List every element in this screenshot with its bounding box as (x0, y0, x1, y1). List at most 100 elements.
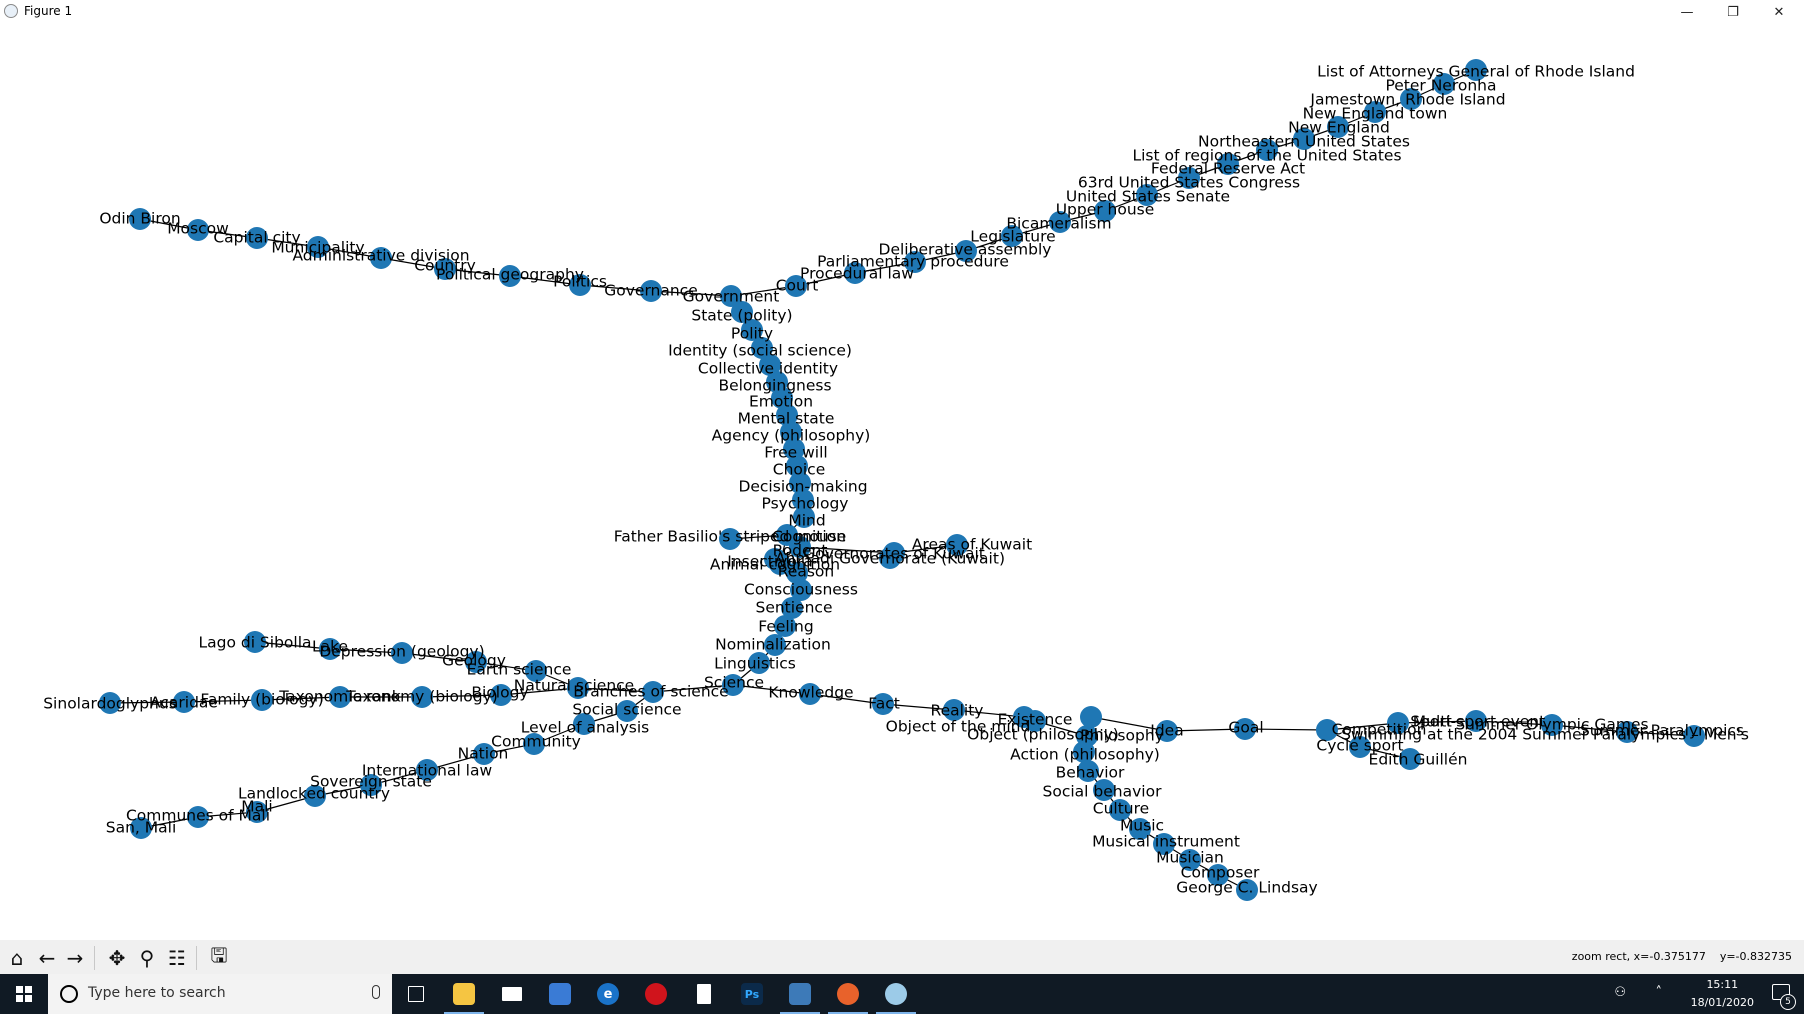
graph-node (1616, 721, 1638, 743)
graph-node (769, 553, 791, 575)
file-explorer-icon[interactable] (440, 974, 488, 1014)
graph-node-label: Legislature (970, 228, 1055, 246)
graph-node (1293, 128, 1315, 150)
graph-node (1316, 719, 1338, 741)
graph-node-label: United States Senate (1066, 188, 1230, 206)
graph-node (759, 354, 781, 376)
graph-node-label: Court (776, 277, 819, 295)
home-icon[interactable]: ⌂ (10, 946, 24, 970)
edge-icon[interactable]: e (584, 974, 632, 1014)
maximize-button[interactable]: ❐ (1727, 4, 1739, 20)
graph-node-label: Agency (philosophy) (712, 427, 871, 445)
graph-node-label: Nominalization (715, 636, 831, 654)
graph-node-label: Procedural law (800, 265, 914, 283)
pan-icon[interactable]: ✥ (108, 946, 126, 970)
chevron-up-icon[interactable]: ˄ (1655, 985, 1663, 1000)
graph-node-label: Identity (social science) (668, 342, 852, 360)
firefox-icon[interactable] (824, 974, 872, 1014)
graph-node (99, 692, 121, 714)
configure-subplots-icon[interactable]: ☷ (168, 946, 186, 970)
graph-node-label: Goal (1228, 719, 1263, 737)
graph-node-label: Jamestown, Rhode Island (1309, 91, 1505, 109)
graph-node (1364, 101, 1386, 123)
graph-node-label: Areas of Kuwait (912, 536, 1032, 554)
graph-node-label: Musician (1156, 849, 1224, 867)
graph-node (1179, 849, 1201, 871)
photoshop-icon[interactable]: Ps (728, 974, 776, 1014)
start-button[interactable] (0, 974, 48, 1014)
graph-node-label: Father Basilio's striped mouse (614, 528, 847, 546)
graph-node (771, 387, 793, 409)
graph-node-label: Edith Guillén (1369, 751, 1468, 769)
graph-edge (1397, 720, 1477, 724)
graph-node-label: Sovereign state (310, 773, 432, 791)
graph-edge (254, 641, 331, 650)
graph-node (790, 579, 812, 601)
graph-node (370, 247, 392, 269)
graph-node-label: International law (362, 762, 493, 780)
taskbar-search[interactable]: Type here to search (48, 974, 392, 1014)
back-icon[interactable]: ← (38, 946, 56, 970)
graph-node (943, 699, 965, 721)
graph-node-label: Mali (241, 798, 272, 816)
cursor-coordinates: zoom rect, x=-0.375177 y=-0.832735 (1571, 950, 1792, 963)
graph-node-label: Existence (998, 711, 1073, 729)
graph-node-label: Social behavior (1043, 783, 1163, 801)
graph-node-label: Musical instrument (1092, 833, 1240, 851)
graph-node-label: Emotion (749, 393, 813, 411)
python-icon[interactable] (776, 974, 824, 1014)
graph-node-label: Multi-sport event (1413, 713, 1545, 731)
graph-node-label: State (polity) (691, 307, 792, 325)
opera-icon[interactable] (632, 974, 680, 1014)
graph-edge (1166, 728, 1246, 732)
graph-node (187, 806, 209, 828)
graph-edge (650, 290, 732, 297)
graph-node (1327, 116, 1349, 138)
graph-node-label: Psychology (762, 495, 849, 513)
graph-node-label: List of Attorneys General of Rhode Islan… (1317, 63, 1635, 81)
microphone-icon[interactable] (372, 985, 380, 999)
graph-node (1465, 710, 1487, 732)
close-button[interactable]: ✕ (1773, 4, 1785, 20)
graph-node-label: Parliamentary procedure (817, 253, 1009, 271)
graph-node (616, 700, 638, 722)
graph-node-label: Action (philosophy) (1010, 746, 1160, 764)
zoom-icon[interactable]: ⚲ (139, 946, 155, 970)
graph-edge (1626, 731, 1695, 737)
graph-node-label: Summer Paralympics (1580, 722, 1744, 740)
people-icon[interactable]: ⚇ (1614, 985, 1626, 1000)
graph-node (307, 236, 329, 258)
graph-node (1465, 59, 1487, 81)
graph-node (1683, 725, 1705, 747)
graph-node-label: Peter Neronha (1385, 77, 1496, 95)
graph-node (1153, 833, 1175, 855)
graph-node-label: Consciousness (744, 581, 858, 599)
graph-node-label: Mind (788, 512, 825, 530)
notepad-icon[interactable] (680, 974, 728, 1014)
graph-node (789, 536, 811, 558)
forward-icon[interactable]: → (66, 946, 84, 970)
graph-node (1001, 225, 1023, 247)
graph-node-label: Geology (442, 652, 506, 670)
minimize-button[interactable]: — (1680, 4, 1694, 20)
graph-node-label: Object of the mind (886, 718, 1031, 736)
search-icon (60, 985, 78, 1003)
store-icon[interactable] (536, 974, 584, 1014)
toolbar-separator (94, 946, 95, 970)
graph-node (640, 280, 662, 302)
graph-node (799, 683, 821, 705)
graph-edge (799, 546, 895, 554)
paint-icon[interactable] (872, 974, 920, 1014)
clock-time: 15:11 (1706, 978, 1739, 991)
save-icon[interactable]: 🖫 (210, 943, 228, 967)
taskbar-clock[interactable]: 15:11 18/01/2020 (1691, 976, 1754, 1012)
graph-node-label: Deliberative assembly (879, 241, 1052, 259)
graph-node-label: List of regions of the United States (1132, 147, 1401, 165)
graph-node (1077, 760, 1099, 782)
task-view-icon[interactable] (392, 974, 440, 1014)
graph-node (786, 562, 808, 584)
windows-taskbar: Type here to search e Ps ⚇ ˄ 15:11 18/01… (0, 974, 1804, 1014)
mail-icon[interactable] (488, 974, 536, 1014)
graph-node (490, 684, 512, 706)
